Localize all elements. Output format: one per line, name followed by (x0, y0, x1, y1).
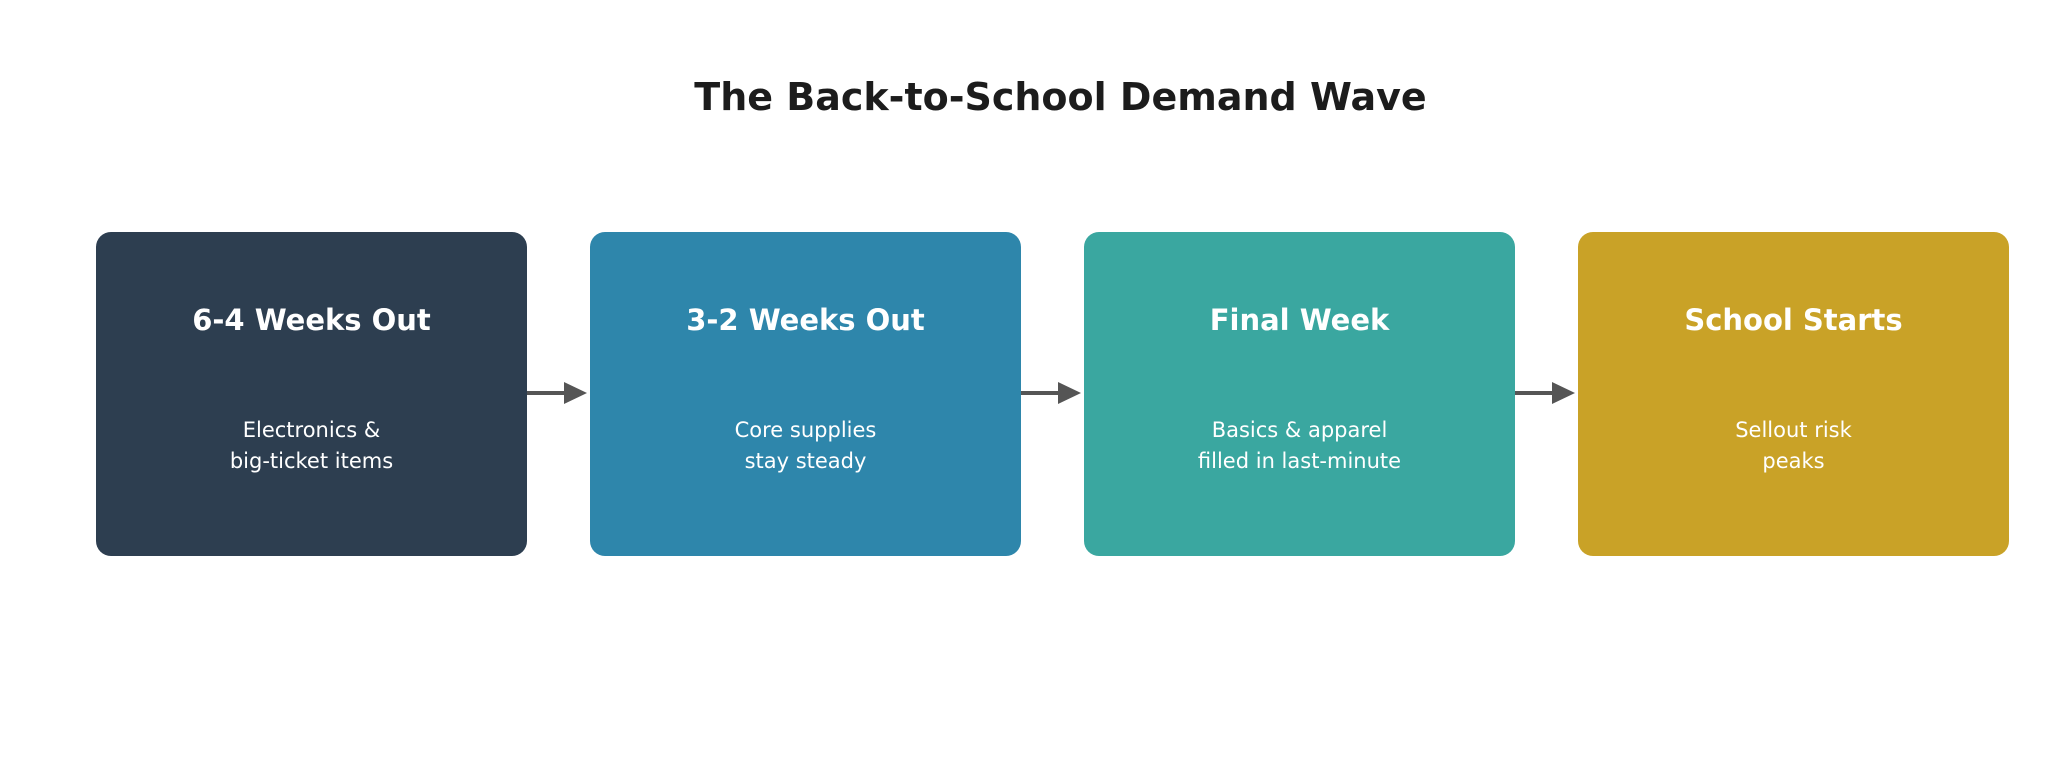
stage-box-6-4-weeks-out: 6-4 Weeks Out Electronics & big-ticket i… (96, 232, 527, 556)
arrow-right-icon (527, 382, 587, 404)
arrow-right-icon (1021, 382, 1081, 404)
stage-description-line: stay steady (744, 449, 867, 473)
stage-description-line: Sellout risk (1735, 418, 1852, 442)
stage-box-3-2-weeks-out: 3-2 Weeks Out Core supplies stay steady (590, 232, 1021, 556)
stage-heading: Final Week (1209, 303, 1390, 337)
stage-heading: 6-4 Weeks Out (192, 303, 431, 337)
stage-heading: 3-2 Weeks Out (686, 303, 925, 337)
stage-description-line: Core supplies (734, 418, 877, 442)
stage-description: Sellout risk peaks (1578, 415, 2009, 477)
stage-description-line: filled in last-minute (1197, 449, 1402, 473)
stage-description-line: peaks (1762, 449, 1825, 473)
stage-description: Electronics & big-ticket items (96, 415, 527, 477)
stage-description-line: Electronics & (242, 418, 381, 442)
stage-heading: School Starts (1684, 303, 1903, 337)
stage-description-line: Basics & apparel (1211, 418, 1388, 442)
stage-description: Basics & apparel filled in last-minute (1084, 415, 1515, 477)
stage-box-school-starts: School Starts Sellout risk peaks (1578, 232, 2009, 556)
diagram-title: The Back-to-School Demand Wave (694, 75, 1427, 119)
arrow-right-icon (1515, 382, 1575, 404)
stage-description-line: big-ticket items (229, 449, 394, 473)
stage-description: Core supplies stay steady (590, 415, 1021, 477)
stage-box-final-week: Final Week Basics & apparel filled in la… (1084, 232, 1515, 556)
